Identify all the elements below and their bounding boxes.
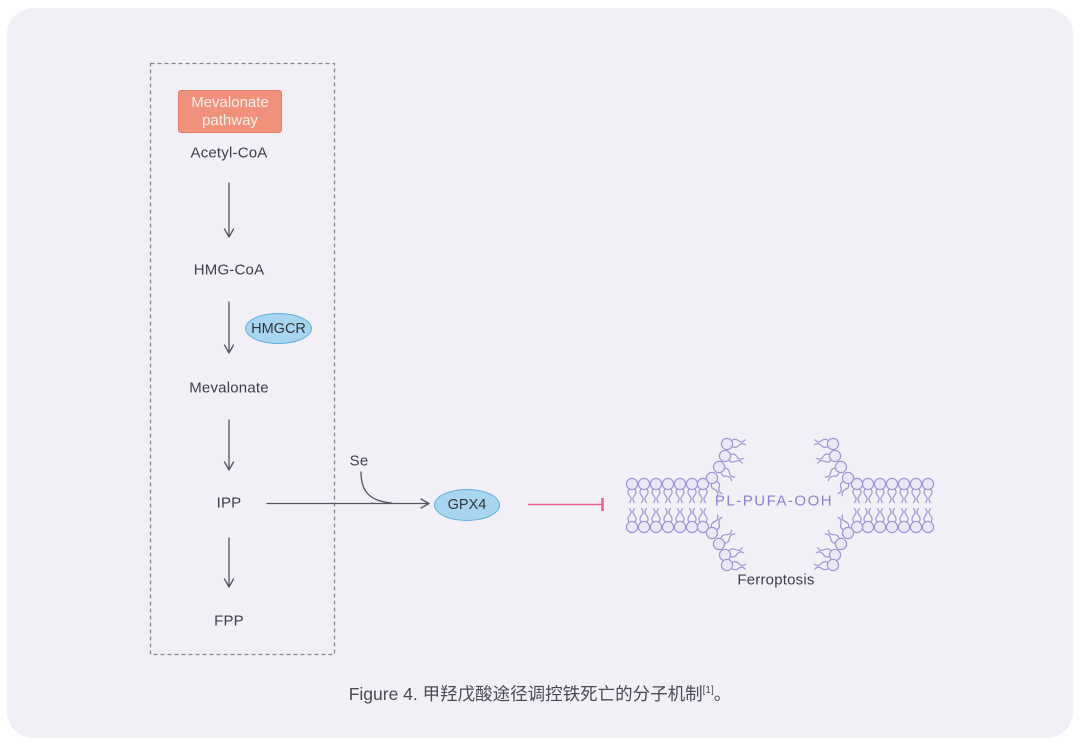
pl-pufa-ooh-label: PL-PUFA-OOH [714, 492, 834, 510]
node-fpp: FPP [214, 612, 244, 630]
enzyme-gpx4-oval: GPX4 [434, 489, 500, 521]
inhibition-connector [528, 498, 604, 511]
arrow-acetylcoa-hmgcoa [223, 182, 235, 238]
node-acetyl-coa: Acetyl-CoA [190, 144, 268, 162]
arrow-ipp-fpp [223, 537, 235, 588]
node-mevalonate: Mevalonate [189, 379, 269, 397]
ferroptosis-label: Ferroptosis [737, 571, 815, 589]
mevalonate-pathway-box: Mevalonate pathway [178, 90, 282, 133]
enzyme-hmgcr-oval: HMGCR [245, 313, 312, 344]
caption-reference: [1] [702, 685, 714, 697]
arrow-hmgcoa-mevalonate [223, 301, 235, 354]
node-ipp: IPP [216, 494, 242, 512]
arrow-mevalonate-ipp [223, 419, 235, 471]
arrow-ipp-gpx4 [266, 498, 430, 509]
node-hmg-coa: HMG-CoA [193, 261, 265, 279]
pathway-arrows [223, 182, 430, 588]
caption-text: Figure 4. 甲羟戊酸途径调控铁死亡的分子机制 [348, 684, 703, 704]
cofactor-se-label: Se [349, 452, 369, 470]
caption-period: 。 [713, 684, 732, 704]
figure-caption: Figure 4. 甲羟戊酸途径调控铁死亡的分子机制[1]。 [0, 681, 1080, 706]
se-merge-curve [360, 471, 393, 504]
dashed-pathway-box [149, 62, 336, 656]
